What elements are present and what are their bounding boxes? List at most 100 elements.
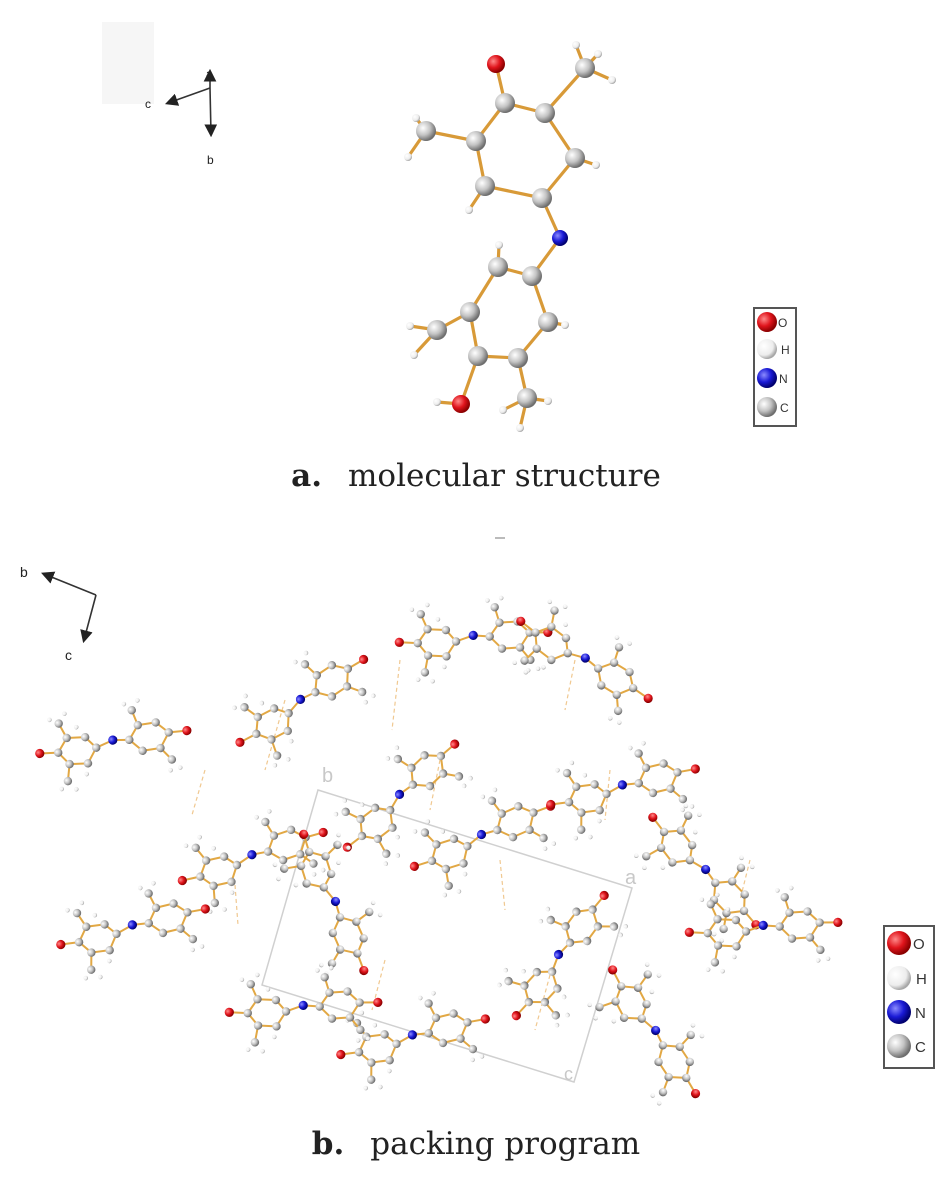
packed-molecule: [224, 965, 383, 1054]
panel-a: a c b O H N C: [102, 22, 797, 432]
axis-label-b: b: [20, 564, 28, 580]
carbon-atom: [63, 776, 73, 786]
carbon-atom: [547, 655, 556, 665]
carbon-atom: [357, 831, 367, 841]
packed-molecule: [336, 990, 490, 1091]
carbon-atom: [144, 889, 153, 898]
carbon-atom: [272, 1022, 281, 1031]
carbon-atom: [634, 749, 643, 758]
carbon-atom: [780, 893, 789, 902]
legend-label-oxygen: O: [778, 316, 787, 330]
nitrogen-atom: [295, 694, 306, 704]
carbon-atom: [335, 945, 345, 954]
hydrogen-atom: [395, 853, 401, 858]
hydrogen-atom: [582, 772, 588, 778]
oxygen-atom: [224, 1007, 234, 1017]
hydrogen-atom: [415, 677, 421, 682]
hydrogen-atom: [276, 876, 281, 882]
carbon-atom: [577, 808, 586, 817]
hydrogen-atom: [404, 153, 412, 161]
cell-label-a: a: [625, 867, 637, 889]
hydrogen-atom: [73, 786, 79, 792]
hydrogen-atom: [544, 397, 552, 405]
carbon-atom: [442, 652, 451, 661]
carbon-atom: [325, 988, 334, 997]
hydrogen-atom: [47, 717, 52, 723]
hydrogen-atom: [409, 607, 415, 612]
hydrogen-atom: [545, 906, 551, 912]
carbon-atom: [354, 1047, 364, 1057]
carbon-atom: [392, 1039, 401, 1049]
nitrogen-atom: [476, 829, 487, 840]
carbon-atom: [538, 312, 558, 332]
legend-swatch-carbon: [887, 1034, 911, 1058]
packed-molecule: [232, 650, 376, 768]
hydrogen-atom: [660, 865, 666, 870]
hydrogen-atom: [565, 1012, 570, 1018]
carbon-atom: [664, 1072, 673, 1082]
hydrogen-atom: [303, 650, 309, 656]
carbon-atom: [816, 945, 825, 955]
hydrogen-atom: [285, 757, 291, 762]
hydrogen-atom: [650, 1093, 656, 1098]
carbon-atom: [565, 938, 575, 947]
carbon-atom: [673, 768, 682, 777]
hydrogen-atom: [656, 1100, 662, 1106]
legend-label-carbon: C: [780, 401, 789, 415]
legend-swatch-hydrogen: [757, 339, 777, 359]
hydrogen-atom: [151, 880, 156, 886]
carbon-atom: [158, 928, 168, 938]
carbon-atom: [597, 681, 606, 690]
carbon-atom: [54, 719, 63, 728]
carbon-atom: [493, 825, 502, 835]
hydrogen-atom: [315, 968, 320, 973]
caption-a-text: molecular structure: [348, 458, 661, 494]
hydrogen-atom: [359, 1010, 365, 1016]
carbon-atom: [72, 908, 82, 918]
axis-label-c: c: [65, 647, 72, 663]
oxygen-atom: [450, 739, 460, 749]
bond: [543, 66, 587, 115]
carbon-atom: [514, 802, 523, 811]
hydrogen-atom: [644, 962, 650, 967]
carbon-atom: [687, 840, 697, 850]
caption-a-letter: a.: [291, 458, 323, 494]
hydrogen-atom: [328, 965, 334, 971]
carbon-atom: [739, 906, 749, 916]
carbon-atom: [775, 922, 784, 931]
hydrogen-atom: [541, 664, 546, 670]
hydrogen-atom: [739, 855, 744, 861]
carbon-atom: [561, 922, 570, 931]
carbon-atom: [713, 941, 723, 950]
hydrogen-atom: [435, 616, 441, 622]
hydrogen-atom: [222, 907, 227, 912]
hydrogen-atom: [720, 968, 725, 974]
carbon-atom: [54, 748, 63, 757]
carbon-atom: [666, 784, 675, 793]
carbon-atom: [488, 257, 508, 277]
axis-label-a: a: [206, 67, 213, 81]
carbon-atom: [532, 644, 541, 653]
cell-label-c: c: [564, 1064, 573, 1084]
hydrogen-atom: [425, 819, 431, 824]
hydrogen-atom: [594, 50, 602, 58]
carbon-atom: [805, 933, 815, 942]
carbon-atom: [613, 706, 623, 716]
nitrogen-atom: [407, 1030, 417, 1040]
hydrogen-atom: [370, 693, 376, 699]
hydrogen-atom: [320, 867, 326, 873]
carbon-atom: [659, 827, 669, 837]
carbon-atom: [508, 832, 518, 842]
hydrogen-atom: [239, 977, 245, 982]
carbon-atom: [353, 949, 362, 958]
hydrogen-atom: [499, 406, 507, 414]
carbon-atom: [408, 780, 418, 789]
oxygen-atom: [690, 1089, 701, 1099]
carbon-atom: [575, 58, 595, 78]
hydrogen-atom: [775, 888, 780, 893]
carbon-atom: [343, 987, 352, 996]
carbon-atom: [535, 103, 555, 123]
hydrogen-atom: [372, 1022, 378, 1028]
carbon-atom: [731, 915, 741, 925]
